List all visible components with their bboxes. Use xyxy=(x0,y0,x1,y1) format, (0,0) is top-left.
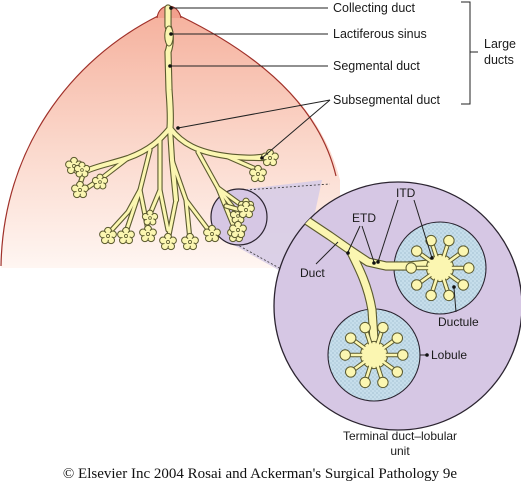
acinus-cluster xyxy=(181,232,199,251)
leader-dots xyxy=(168,6,456,357)
copyright-credit: © Elsevier Inc 2004 Rosai and Ackerman's… xyxy=(63,466,458,482)
acinus-cluster xyxy=(261,148,279,167)
label-lobule: Lobule xyxy=(431,348,467,362)
label-segmental-duct: Segmental duct xyxy=(333,59,420,73)
acinus-cluster xyxy=(71,180,89,199)
label-collecting-duct: Collecting duct xyxy=(333,1,416,15)
leader-lines xyxy=(171,1,478,356)
label-duct: Duct xyxy=(300,266,325,280)
label-etd: ETD xyxy=(352,211,376,225)
lobule-ductules xyxy=(405,234,475,302)
label-large-ducts-line2: ducts xyxy=(484,53,514,67)
label-tdlu-line1: Terminal duct–lobular xyxy=(343,429,457,443)
duct-tree xyxy=(65,4,279,251)
label-subsegmental-duct: Subsegmental duct xyxy=(333,93,441,107)
label-lactiferous-sinus: Lactiferous sinus xyxy=(333,27,427,41)
acinus-cluster xyxy=(117,226,135,245)
label-tdlu-line2: unit xyxy=(390,444,410,458)
label-large-ducts-line1: Large xyxy=(484,37,516,51)
label-ductule: Ductule xyxy=(438,315,479,329)
acinus-cluster xyxy=(91,173,109,190)
acinus-cluster xyxy=(249,164,267,183)
acinus-cluster xyxy=(99,226,117,245)
acinus-cluster xyxy=(203,224,221,243)
acinus-cluster xyxy=(229,220,247,239)
acinus-cluster xyxy=(141,209,159,226)
acinus-cluster xyxy=(73,161,91,178)
acinus-cluster xyxy=(159,232,177,251)
acinus-cluster xyxy=(237,200,255,219)
lobule-ductules xyxy=(339,321,409,389)
label-itd: ITD xyxy=(396,186,416,200)
acinus-cluster xyxy=(139,224,157,243)
